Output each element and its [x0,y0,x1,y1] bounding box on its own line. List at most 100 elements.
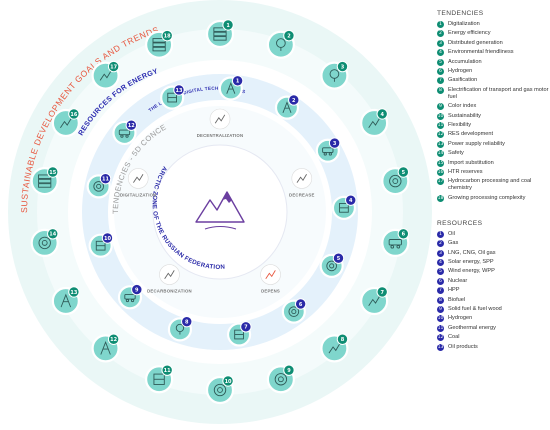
gas-derrick-icon [282,101,292,114]
resource-node-badge [125,119,137,131]
tendency-legend-label: Hydrocarbon processing and coal chemistr… [448,178,532,192]
tendency-node-number: 14 [49,232,56,238]
coal-cart-icon-glyph [125,134,129,138]
tendency-node-badge [107,333,120,345]
mountain-snowcap [222,192,232,203]
tendency-legend-number: 8 [437,86,444,94]
tendency-legend-number: 15 [437,159,444,167]
decrease-icon-glyph [296,173,307,183]
tendency-node-badge [161,29,173,42]
tendency-legend-number: 18 [437,194,444,202]
resource-node-10: 10 [88,232,114,258]
tendency-legend-number: 1 [437,21,444,28]
tendency-node-7: 7 [360,286,389,316]
solar-panel-icon-glyph [339,202,349,213]
tendency-legend-label: Color index [448,103,477,110]
resource-node-number: 3 [333,141,337,147]
rings [8,0,432,424]
tendency-node-3: 3 [320,60,349,90]
resource-node-badge [288,94,300,106]
tendency-legend-number: 4 [437,49,444,57]
tendency-node-number: 9 [287,368,291,374]
resource-node-2: 2 [274,94,300,120]
arctic-core [152,144,288,280]
tendency-node-badge [222,19,234,31]
tendency-node-number: 17 [110,64,117,70]
power-tower-icon [60,293,72,308]
tendency-node-10: 10 [205,375,235,405]
location-pin-icon [329,69,340,82]
decrease-icon [291,168,313,189]
resource-node-number: 2 [292,98,296,104]
tendency-node-number: 11 [164,368,171,374]
concept-label: DEPENS [261,289,280,294]
plant-hand-icon [368,117,380,129]
resource-node-number: 6 [299,302,303,308]
digitalization-icon-glyph [133,173,144,183]
tendency-legend-number: 10 [437,112,444,120]
tendency-node-number: 6 [402,232,406,238]
geothermal-icon [93,181,104,192]
resource-legend-number: 3 [437,249,444,257]
tendency-legend-label: Hydrogen [448,67,473,74]
tendency-legend-number: 11 [437,122,444,129]
resource-node-number: 10 [104,236,111,242]
resource-legend-label: Oil products [448,343,478,350]
wood-logs-icon-glyph [125,298,130,303]
biofuel-drop-icon-glyph [175,323,185,333]
tendency-node-badge [397,228,410,240]
resource-legend-number: 4 [437,259,444,267]
concept-item-3: DEPENS [260,264,281,294]
resource-node-number: 7 [244,325,248,331]
tendency-legend-number: 5 [437,58,444,66]
tendency-node-5: 5 [381,166,410,196]
tendency-node-number: 8 [341,337,345,343]
tendency-legend-number: 12 [437,131,444,139]
resource-legend-number: 5 [437,268,444,276]
tendency-legend-label: Distributed generation [448,39,503,46]
tendency-node-number: 4 [380,112,384,118]
target-ring-icon-glyph [389,174,402,188]
tendency-node-16: 16 [51,108,80,138]
hydro-plant-icon [234,329,244,340]
concept-label: DECREASE [289,192,314,197]
chemistry-plant-icon [99,70,112,81]
tendency-node-14: 14 [30,228,59,258]
resource-legend-number: 1 [437,230,444,238]
oil-barrel-icon [167,92,178,103]
concept-item-2: DECREASE [289,168,314,197]
target-ring-icon [389,174,402,188]
flexibility-chart-icon [153,373,165,385]
tendency-legend-number: 2 [437,30,444,38]
electric-bus-icon-glyph [390,244,395,249]
tendency-node-badge [376,108,388,120]
complexity-blocks-icon-glyph [152,42,166,47]
chemistry-plant-icon-glyph [99,70,112,81]
resource-legend-label: HPP [448,287,460,294]
resource-node-badge [240,321,252,333]
wood-logs-icon [124,293,136,303]
resource-legend-label: Solid fuel & fuel wood [448,306,502,313]
resource-node-5: 5 [319,252,345,279]
tendency-node-number: 1 [226,23,230,29]
resource-legend-number: 8 [437,296,444,304]
resource-node-badge [173,84,185,96]
resource-node-badge [328,137,341,149]
tendency-legend-label: Flexibility [448,122,472,128]
tendency-legend-label: Accumulation [448,58,482,65]
coal-cart-icon-glyph [118,129,131,136]
tendency-node-number: 18 [164,34,171,40]
resource-legend-label: Solar energy, SPP [448,259,494,266]
tendency-node-15: 15 [30,166,59,196]
tendency-legend-label: Energy efficiency [448,30,491,37]
